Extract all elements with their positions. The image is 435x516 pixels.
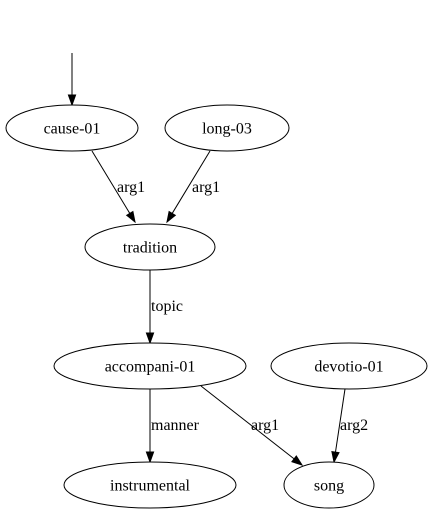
arrowhead-icon — [125, 210, 136, 224]
node-tradition: tradition — [84, 223, 216, 271]
node-label-tradition: tradition — [123, 240, 177, 257]
edge-line-long-03-to-tradition — [171, 150, 211, 214]
edge-tradition-to-accompani-01: topic — [145, 270, 183, 345]
arrowhead-icon — [331, 451, 340, 464]
node-ellipse-accompani-01 — [53, 342, 247, 390]
node-label-long-03: long-03 — [202, 121, 252, 138]
edge-line-cause-01-to-tradition — [91, 150, 131, 214]
edge-label-accompani-01-to-song: arg1 — [251, 417, 279, 434]
node-label-devotio-01: devotio-01 — [314, 359, 383, 376]
edge-label-devotio-01-to-song: arg2 — [340, 417, 368, 434]
node-accompani-01: accompani-01 — [53, 342, 247, 390]
node-cause-01: cause-01 — [5, 104, 139, 152]
node-label-song: song — [314, 478, 344, 495]
nodes-layer: cause-01 long-03 tradition accompani-01 devo… — [5, 104, 428, 509]
edges-layer: arg1 arg1 topic manner arg1 arg2 — [67, 53, 368, 466]
edge-label-cause-01-to-tradition: arg1 — [117, 179, 145, 196]
node-instrumental: instrumental — [63, 461, 237, 509]
edge-label-accompani-01-to-instrumental: manner — [151, 417, 200, 434]
node-label-instrumental: instrumental — [110, 478, 191, 495]
node-ellipse-devotio-01 — [270, 342, 428, 390]
edge-label-tradition-to-accompani-01: topic — [151, 298, 183, 315]
edge-devotio-01-to-song: arg2 — [331, 388, 368, 464]
arrowhead-icon — [291, 455, 304, 466]
node-ellipse-instrumental — [63, 461, 237, 509]
edge-label-long-03-to-tradition: arg1 — [192, 179, 220, 196]
node-label-cause-01: cause-01 — [44, 121, 101, 138]
node-long-03: long-03 — [164, 104, 290, 152]
arrowhead-icon — [145, 451, 155, 464]
edge-line-devotio-01-to-song — [334, 388, 346, 453]
node-ellipse-song — [283, 461, 375, 509]
arrowhead-icon — [67, 94, 77, 107]
arrowhead-icon — [145, 332, 155, 345]
edge-root-to-cause-01 — [67, 53, 77, 107]
arrowhead-icon — [166, 210, 177, 224]
node-devotio-01: devotio-01 — [270, 342, 428, 390]
node-song: song — [283, 461, 375, 509]
node-ellipse-tradition — [84, 223, 216, 271]
edge-accompani-01-to-instrumental: manner — [145, 389, 200, 464]
node-label-accompani-01: accompani-01 — [105, 359, 196, 376]
node-ellipse-long-03 — [164, 104, 290, 152]
edge-long-03-to-tradition: arg1 — [166, 150, 220, 224]
edge-cause-01-to-tradition: arg1 — [91, 150, 145, 224]
edge-line-accompani-01-to-song — [200, 385, 295, 460]
node-ellipse-cause-01 — [5, 104, 139, 152]
edge-accompani-01-to-song: arg1 — [200, 385, 304, 466]
